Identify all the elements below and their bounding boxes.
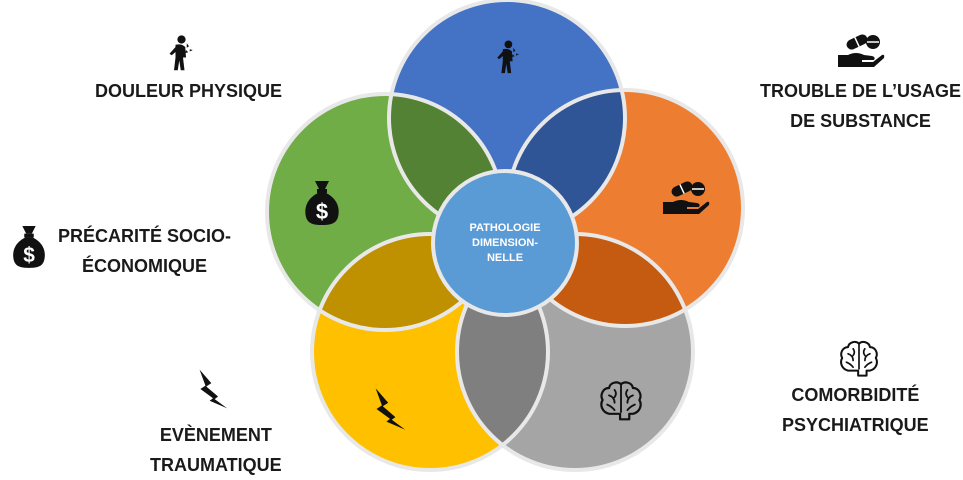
label-trouble-usage-substance: TROUBLE DE L’USAGE DE SUBSTANCE — [760, 81, 962, 131]
money-bag-icon — [13, 226, 45, 268]
overlap-precarite — [389, 94, 503, 236]
center-circle: PATHOLOGIE DIMENSION- NELLE — [431, 169, 579, 317]
label-precarite-socio-economique: PRÉCARITÉ SOCIO- ÉCONOMIQUE — [58, 226, 232, 276]
center-label-line: DIMENSION- — [472, 237, 538, 249]
label-evenement-traumatique: EVÈNEMENT TRAUMATIQUE — [150, 425, 282, 475]
center-label-line: NELLE — [487, 252, 523, 264]
pills-hand-icon — [837, 32, 886, 68]
overlap-douleur — [507, 90, 625, 236]
label-douleur-physique: DOULEUR PHYSIQUE — [95, 81, 283, 101]
label-comorbidite-psychiatrique: COMORBIDITÉ PSYCHIATRIQUE — [782, 385, 929, 435]
brain-icon — [840, 340, 878, 377]
center-label-line: PATHOLOGIE — [469, 222, 540, 234]
person-back-pain-icon — [169, 35, 193, 71]
outline-traumatique — [310, 232, 550, 472]
lightning-bolt-icon — [199, 369, 228, 409]
